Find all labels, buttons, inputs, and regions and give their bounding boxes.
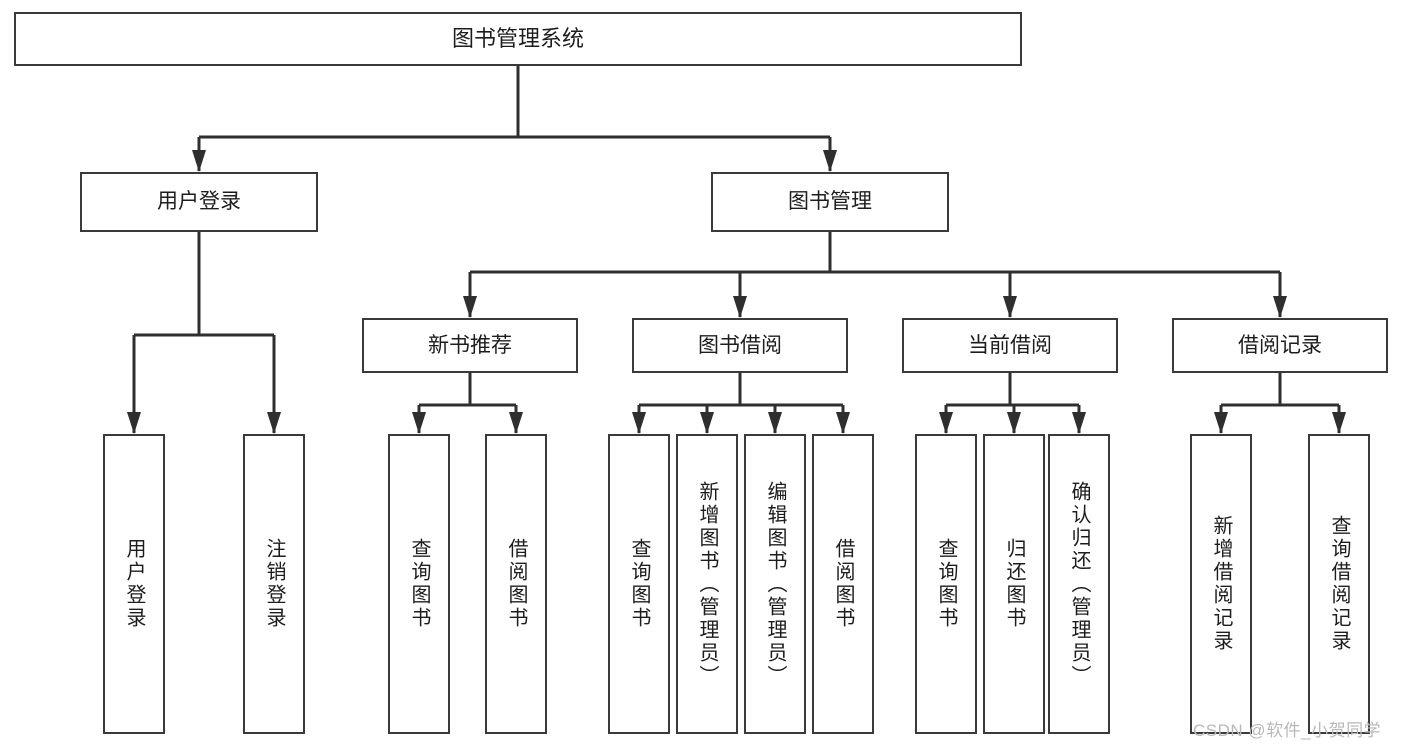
node-leaf-add-book[interactable]: 新增图书（管理员） (676, 434, 738, 734)
node-leaf-borrow-book[interactable]: 借阅图书 (812, 434, 874, 734)
node-user-login[interactable]: 用户登录 (80, 172, 318, 232)
node-label: 查询图书 (628, 538, 650, 630)
node-leaf-query-borrow-record[interactable]: 查询借阅记录 (1308, 434, 1370, 734)
node-leaf-user-login[interactable]: 用户登录 (103, 434, 165, 734)
node-label: 查询图书 (408, 538, 430, 630)
node-label: 查询图书 (935, 538, 957, 630)
node-leaf-return-book[interactable]: 归还图书 (983, 434, 1045, 734)
node-label: 注销登录 (263, 538, 285, 630)
node-new-book-recommend[interactable]: 新书推荐 (362, 318, 578, 373)
node-leaf-query-book-current[interactable]: 查询图书 (915, 434, 977, 734)
node-leaf-add-borrow-record[interactable]: 新增借阅记录 (1190, 434, 1252, 734)
node-book-manage[interactable]: 图书管理 (711, 172, 949, 232)
node-label: 用户登录 (157, 190, 241, 214)
node-leaf-confirm-return[interactable]: 确认归还（管理员） (1048, 434, 1110, 734)
watermark-label: CSDN @软件_小贺同学 (1193, 721, 1382, 740)
node-label: 图书管理系统 (451, 25, 584, 51)
node-label: 图书借阅 (698, 333, 782, 357)
node-label: 借阅记录 (1238, 333, 1322, 357)
node-label: 当前借阅 (968, 333, 1052, 357)
node-leaf-borrow-book-recommend[interactable]: 借阅图书 (485, 434, 547, 734)
node-label: 借阅图书 (505, 538, 527, 630)
node-label: 用户登录 (123, 538, 145, 630)
node-root[interactable]: 图书管理系统 (14, 12, 1022, 66)
node-label: 新书推荐 (428, 333, 512, 357)
node-leaf-query-book-borrow[interactable]: 查询图书 (608, 434, 670, 734)
node-label: 图书管理 (788, 190, 872, 214)
node-label: 确认归还（管理员） (1068, 480, 1090, 688)
node-leaf-query-book-recommend[interactable]: 查询图书 (388, 434, 450, 734)
node-label: 编辑图书（管理员） (764, 480, 786, 688)
node-label: 新增借阅记录 (1210, 515, 1232, 653)
node-book-borrow[interactable]: 图书借阅 (632, 318, 848, 373)
node-leaf-edit-book[interactable]: 编辑图书（管理员） (744, 434, 806, 734)
node-current-borrow[interactable]: 当前借阅 (902, 318, 1118, 373)
node-borrow-record[interactable]: 借阅记录 (1172, 318, 1388, 373)
node-label: 归还图书 (1003, 538, 1025, 630)
node-leaf-logout[interactable]: 注销登录 (243, 434, 305, 734)
node-label: 新增图书（管理员） (696, 480, 718, 688)
node-label: 查询借阅记录 (1328, 515, 1350, 653)
node-label: 借阅图书 (832, 538, 854, 630)
